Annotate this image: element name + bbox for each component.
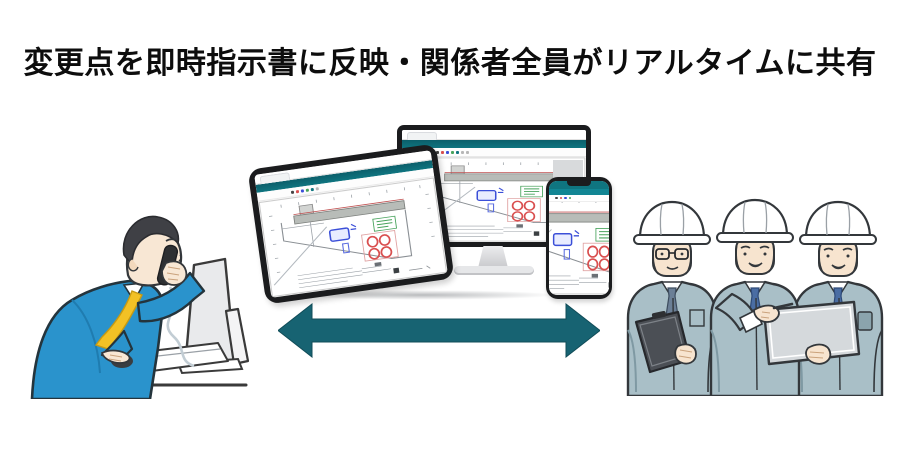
- worker-2-pointing-arm: [714, 292, 794, 334]
- construction-workers-illustration: [626, 198, 884, 396]
- monitor-base: [454, 266, 534, 275]
- pointing-hand: [753, 304, 780, 323]
- eyebrows: [740, 245, 770, 249]
- smartphone: [546, 177, 612, 299]
- glasses-icon: [655, 248, 689, 260]
- toolbar-icon: [290, 190, 295, 194]
- toolbar-icon: [564, 196, 567, 200]
- phone-arm: [136, 244, 206, 323]
- helmet-icon: [721, 198, 789, 238]
- app-toolbar: [549, 195, 609, 202]
- phone-notch: [567, 181, 591, 186]
- toolbar-icon: [461, 150, 464, 154]
- toolbar-icon: [456, 150, 459, 154]
- hand: [674, 343, 697, 365]
- toolbar-icon: [555, 196, 558, 200]
- toolbar-icon: [315, 186, 319, 191]
- toolbar-icon: [305, 188, 310, 192]
- eyebrows: [823, 247, 853, 251]
- toolbar-icon: [568, 196, 571, 200]
- tablet-screen: [254, 150, 448, 298]
- toolbar-icon: [446, 150, 449, 154]
- hand: [161, 260, 188, 286]
- drawing-canvas: [549, 202, 609, 295]
- smile: [666, 266, 679, 270]
- tablet-held: [762, 300, 861, 366]
- helmet-icon: [804, 200, 872, 240]
- worker-2-head: [716, 198, 794, 275]
- businessman-head: [122, 215, 183, 287]
- chin-strap: [735, 243, 775, 273]
- chin-strap: [818, 245, 858, 275]
- eyebrow: [165, 238, 176, 242]
- businessman-body: [30, 279, 165, 399]
- toolbar-icon: [441, 150, 444, 154]
- toolbar-icon: [451, 150, 454, 154]
- chest-pocket: [857, 311, 873, 331]
- worker-2: [709, 198, 801, 396]
- smile: [831, 264, 846, 270]
- toolbar-icon: [436, 150, 439, 154]
- smile: [748, 262, 763, 268]
- toolbar-icon: [310, 187, 314, 191]
- toolbar-icon: [466, 150, 469, 154]
- office-worker-illustration: [30, 215, 250, 399]
- worker-1: [626, 200, 718, 396]
- worker-1-head: [633, 200, 711, 277]
- nose: [178, 254, 182, 262]
- monitor-stand: [478, 246, 508, 268]
- chest-pocket: [689, 309, 705, 327]
- worker-3-head: [799, 200, 877, 277]
- pointing-finger: [772, 302, 794, 310]
- page-title: 変更点を即時指示書に反映・関係者全員がリアルタイムに共有: [23, 47, 877, 80]
- sync-arrow-icon: [278, 303, 600, 358]
- devices-shadow: [282, 290, 562, 300]
- app-header-bar: [402, 140, 586, 148]
- app-header-bar: [549, 189, 609, 195]
- toolbar-icon: [300, 188, 305, 193]
- chin-strap: [652, 245, 692, 275]
- browser-tab-bar: [402, 130, 586, 140]
- worker-3: [792, 200, 884, 396]
- tablet: [247, 143, 455, 305]
- hair: [122, 215, 180, 268]
- toolbar-icon: [295, 189, 300, 193]
- mouse-hand: [100, 349, 133, 368]
- ear: [127, 258, 139, 272]
- phone-screen: [549, 181, 609, 295]
- worker-3-hand: [805, 343, 832, 365]
- toolbar-icon: [559, 196, 562, 200]
- browser-tab: [407, 132, 437, 140]
- helmet-icon: [638, 200, 706, 240]
- app-toolbar: [402, 148, 586, 157]
